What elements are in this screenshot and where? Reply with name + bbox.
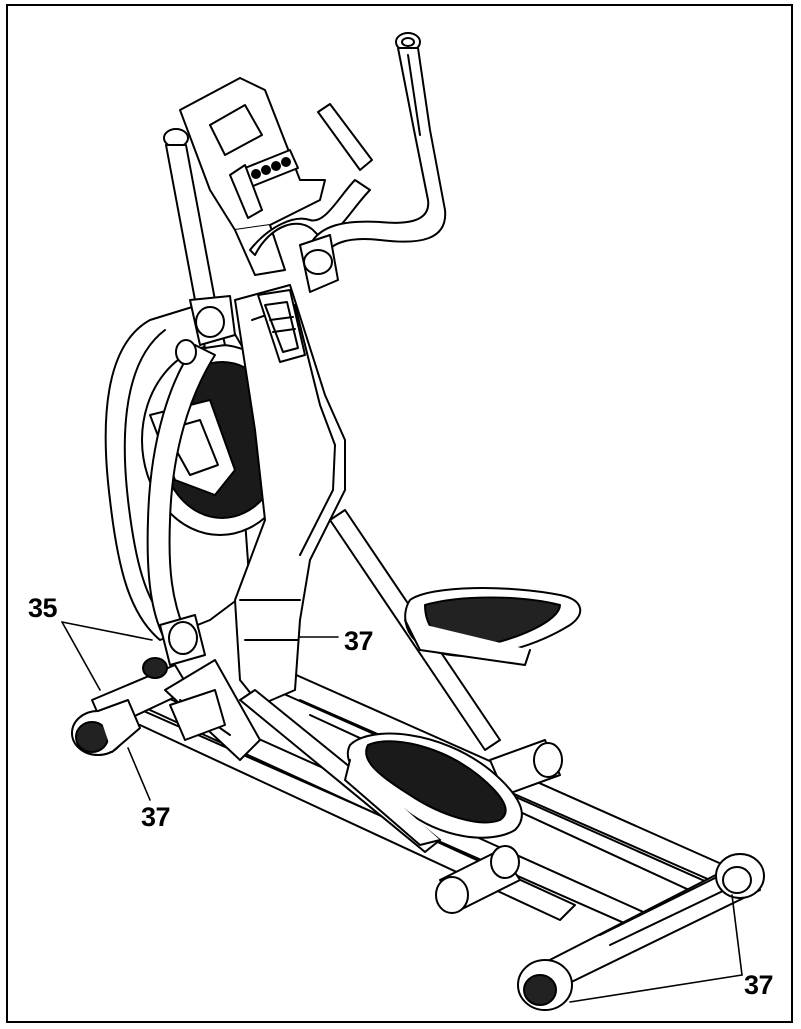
leader-35-to-pivot	[61, 621, 153, 641]
leader-37-right-b	[569, 974, 743, 1003]
rear-left-foot	[517, 959, 573, 1011]
left-pedal-assembly	[239, 689, 523, 853]
front-left-foot	[71, 699, 141, 756]
leader-lines	[61, 621, 743, 1003]
callout-part-37-left: 37	[141, 802, 171, 832]
console	[179, 77, 326, 276]
diagram-border	[6, 4, 793, 1023]
fixed-handlebar	[229, 103, 373, 256]
callout-part-37-right: 37	[744, 970, 774, 1000]
leader-37-right-a	[731, 894, 743, 976]
left-moving-arm	[146, 128, 236, 641]
front-right-foot	[142, 657, 168, 679]
leader-35-to-foot	[61, 621, 101, 691]
leader-37-left	[127, 747, 151, 801]
rear-rollers	[435, 739, 563, 914]
center-shroud	[234, 284, 346, 706]
front-pivot-linkage	[159, 614, 261, 761]
callout-part-35: 35	[28, 593, 58, 623]
right-pedal-assembly	[329, 509, 582, 751]
callout-part-37-mid: 37	[344, 626, 374, 656]
rear-right-foot	[715, 853, 765, 899]
right-moving-arm	[299, 32, 447, 293]
